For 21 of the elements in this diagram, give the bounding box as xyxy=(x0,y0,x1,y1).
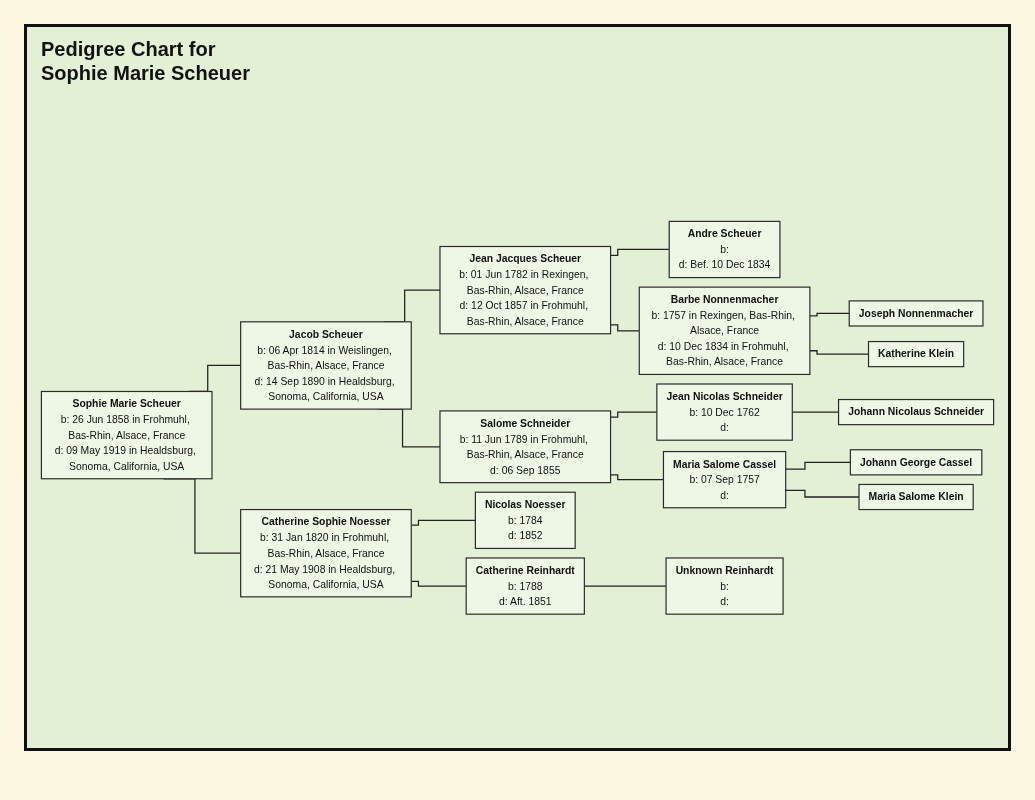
node-box: Barbe Nonnenmacher b: 1757 in Rexingen, Bas-Rhin, Alsace, France d: 10 Dec 1834 in Frohmuhl, Bas-Rhin, Alsace, France xyxy=(638,286,811,375)
node-box: Johann Nicolaus Schneider xyxy=(837,398,995,425)
node-box: Salome Schneider b: 11 Jun 1789 in Frohmuhl, Bas-Rhin, Alsace, France d: 06 Sep 1855 xyxy=(439,410,612,483)
connector xyxy=(785,461,851,470)
node-box: Jean Jacques Scheuer b: 01 Jun 1782 in Rexingen, Bas-Rhin, Alsace, France d: 12 Oct 1857 in Frohmuhl, Bas-Rhin, Alsace, France xyxy=(439,245,612,335)
node-box: Nicolas Noesser b: 1784 d: 1852 xyxy=(474,491,576,549)
node-box: Jacob Scheuer b: 06 Apr 1814 in Weislingen, Bas-Rhin, Alsace, France d: 14 Sep 1890 in Healdsburg, Sonoma, California, USA xyxy=(240,320,412,410)
connector xyxy=(785,489,860,498)
node-box: Maria Salome Cassel b: 07 Sep 1757 d: xyxy=(662,450,787,509)
node-box: Jean Nicolas Schneider b: 10 Dec 1762 d: xyxy=(656,383,793,441)
node-box: Joseph Nonnenmacher xyxy=(848,300,984,327)
connector xyxy=(809,312,850,317)
title: Pedigree Chart for Sophie Marie Scheuer xyxy=(41,37,251,85)
node-box: Johann George Cassel xyxy=(849,448,983,476)
node-box: Katherine Klein xyxy=(867,340,965,367)
node-box: Maria Salome Klein xyxy=(858,483,974,510)
node-box: Catherine Reinhardt b: 1788 d: Aft. 1851 xyxy=(465,557,585,615)
node-box: Unknown Reinhardt b: d: xyxy=(665,557,784,615)
node-box: Andre Scheuer b: d: Bef. 10 Dec 1834 xyxy=(668,220,781,278)
node-box: Catherine Sophie Noesser b: 31 Jan 1820 in Frohmuhl, Bas-Rhin, Alsace, France d: 21 May 1908 in Healdsburg, Sonoma, California, USA xyxy=(240,508,412,598)
node-box: Sophie Marie Scheuer b: 26 Jun 1858 in Frohmuhl, Bas-Rhin, Alsace, France d: 09 May 1919 in Healdsburg, Sonoma, California, USA xyxy=(40,390,213,480)
